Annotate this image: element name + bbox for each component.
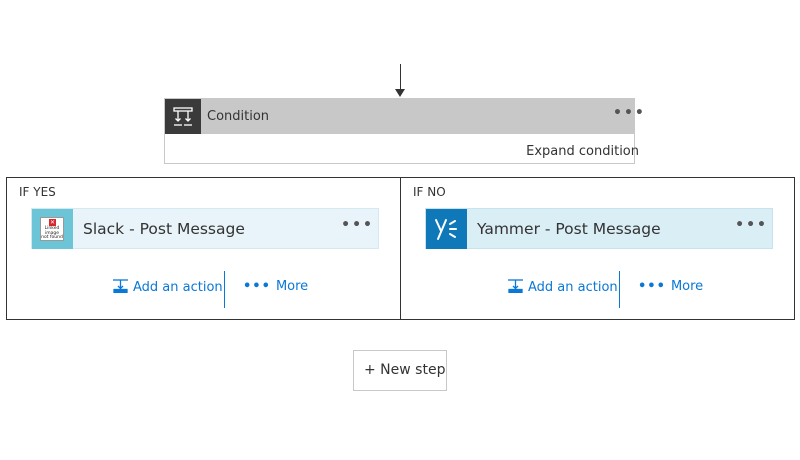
add-an-action-button[interactable]: Add an action bbox=[113, 279, 223, 295]
more-dots-icon: ••• bbox=[243, 279, 271, 294]
more-dots-icon: ••• bbox=[638, 279, 666, 294]
yammer-icon bbox=[426, 209, 467, 249]
action-more-icon[interactable]: ••• bbox=[735, 217, 768, 233]
more-button[interactable]: ••• More bbox=[638, 279, 703, 294]
action-title: Yammer - Post Message bbox=[477, 220, 661, 238]
action-card-yammer[interactable]: Yammer - Post Message ••• bbox=[425, 208, 773, 249]
add-action-icon bbox=[508, 279, 523, 293]
broken-image-x-icon: ✕ bbox=[49, 219, 56, 226]
condition-card[interactable]: Condition ••• Expand condition bbox=[164, 98, 644, 164]
more-label: More bbox=[275, 279, 309, 294]
add-an-action-button[interactable]: Add an action bbox=[508, 279, 618, 295]
action-card-slack[interactable]: ✕ Linked image not found Slack - Post Me… bbox=[31, 208, 379, 249]
add-action-label: Add an action bbox=[133, 280, 223, 295]
new-step-label: + New step bbox=[364, 362, 446, 378]
add-action-label: Add an action bbox=[528, 280, 618, 295]
condition-header[interactable]: Condition ••• bbox=[165, 99, 644, 134]
condition-title: Condition bbox=[207, 109, 270, 124]
condition-icon bbox=[165, 99, 201, 134]
action-title: Slack - Post Message bbox=[83, 220, 245, 238]
more-button[interactable]: ••• More bbox=[243, 279, 308, 294]
broken-image-text: Linked image not found bbox=[41, 226, 63, 240]
action-divider bbox=[224, 271, 225, 308]
branch-if-yes: IF YES ✕ Linked image not found Slack - … bbox=[6, 177, 401, 320]
branch-if-no: IF NO Yammer - Post Message ••• bbox=[400, 177, 795, 320]
connector-arrow-icon bbox=[395, 89, 405, 97]
action-more-icon[interactable]: ••• bbox=[341, 217, 374, 233]
branch-label: IF NO bbox=[413, 185, 446, 199]
more-label: More bbox=[670, 279, 704, 294]
expand-condition-link[interactable]: Expand condition bbox=[526, 144, 639, 159]
connector-line bbox=[400, 64, 401, 90]
add-action-icon bbox=[113, 279, 128, 293]
slack-icon: ✕ Linked image not found bbox=[32, 209, 73, 249]
broken-image-icon: ✕ Linked image not found bbox=[40, 217, 64, 241]
branch-label: IF YES bbox=[19, 185, 56, 199]
new-step-button[interactable]: + New step bbox=[353, 350, 447, 391]
action-divider bbox=[619, 271, 620, 308]
condition-more-icon[interactable]: ••• bbox=[613, 105, 646, 121]
